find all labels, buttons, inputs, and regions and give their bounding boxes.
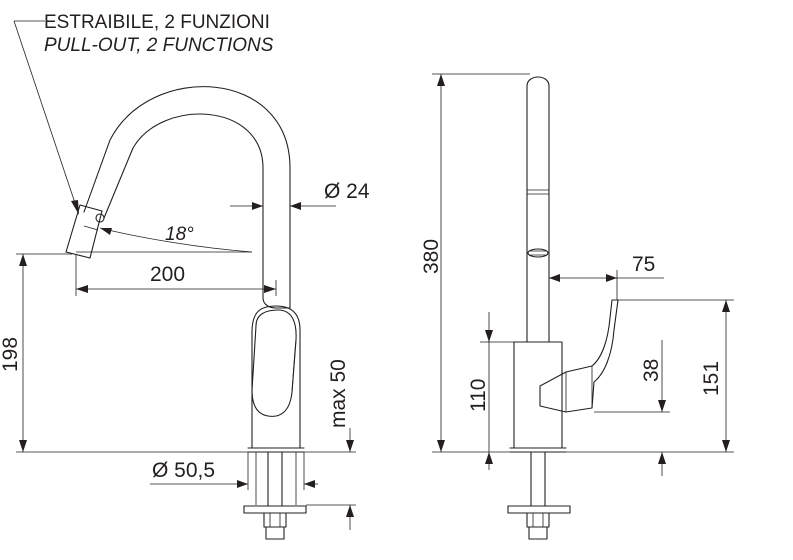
mixer-body bbox=[251, 305, 301, 449]
lever-height-value: 151 bbox=[700, 361, 723, 396]
dim-base-diameter: Ø 50,5 bbox=[150, 452, 318, 490]
lever-handle bbox=[251, 309, 297, 417]
base-diameter-value: Ø 50,5 bbox=[152, 459, 215, 482]
side-spout-aerator-ring bbox=[527, 248, 549, 258]
pullout-button bbox=[95, 213, 105, 223]
side-lever-handle bbox=[539, 299, 619, 413]
hose-connector bbox=[265, 526, 285, 540]
front-view bbox=[65, 86, 307, 540]
dim-spout-diameter: Ø 24 bbox=[230, 180, 370, 210]
dim-lever-offset: 38 bbox=[594, 340, 670, 476]
side-hose-connector bbox=[528, 526, 548, 540]
lever-offset-value: 38 bbox=[640, 359, 663, 382]
dim-total-height: 380 bbox=[420, 73, 530, 453]
mounting-plate bbox=[243, 505, 307, 514]
callout-label-italian: ESTRAIBILE, 2 FUNZIONI bbox=[44, 12, 270, 33]
dim-spout-height: 198 bbox=[0, 253, 248, 453]
dim-body-height: 110 bbox=[467, 312, 514, 470]
dim-lever-height: 151 bbox=[566, 299, 734, 453]
spout-diameter-value: Ø 24 bbox=[324, 180, 370, 203]
dim-reach: 200 bbox=[75, 254, 277, 296]
body-height-value: 110 bbox=[467, 379, 490, 412]
dim-body-depth: 75 bbox=[549, 253, 664, 300]
dim-spout-angle: 18° bbox=[76, 224, 253, 253]
side-mounting-nut bbox=[526, 512, 550, 528]
pullout-head bbox=[65, 204, 103, 259]
spout-outer-outline bbox=[83, 86, 291, 309]
mounting-nut bbox=[263, 512, 287, 528]
callout-label-english: PULL-OUT, 2 FUNCTIONS bbox=[44, 35, 274, 56]
side-mixer-body bbox=[513, 341, 563, 449]
reach-value: 200 bbox=[150, 263, 185, 286]
total-height-value: 380 bbox=[420, 239, 443, 274]
spout-angle-value: 18° bbox=[165, 224, 194, 245]
dim-max-deck: max 50 bbox=[304, 359, 356, 530]
body-depth-value: 75 bbox=[632, 253, 655, 276]
side-view bbox=[507, 76, 619, 540]
side-spout bbox=[526, 76, 550, 343]
pullout-callout: ESTRAIBILE, 2 FUNZIONI PULL-OUT, 2 FUNCT… bbox=[13, 12, 274, 215]
spout-inner-outline bbox=[103, 113, 264, 299]
max-deck-value: max 50 bbox=[327, 359, 350, 428]
side-mounting-plate bbox=[507, 505, 571, 514]
spout-height-value: 198 bbox=[0, 337, 22, 372]
